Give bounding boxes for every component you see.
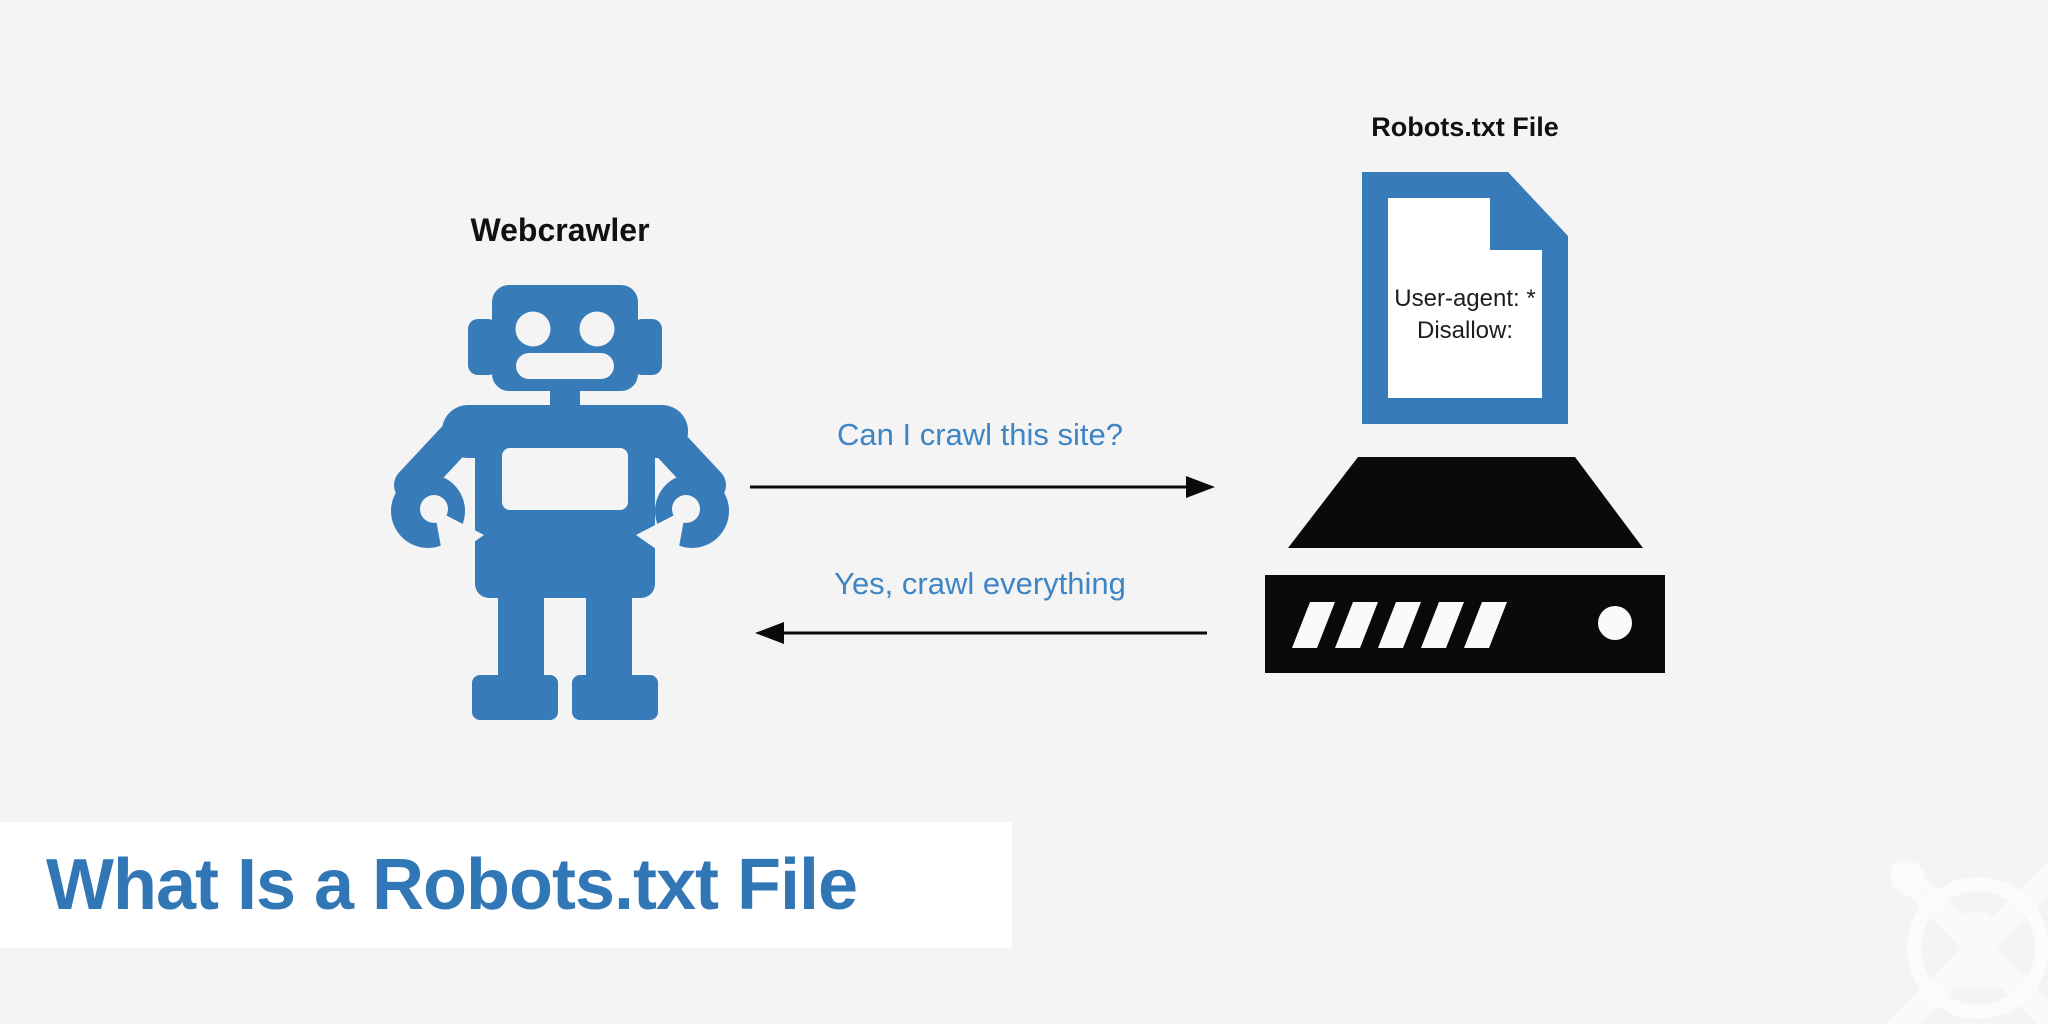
- request-message: Can I crawl this site?: [837, 417, 1123, 452]
- server-icon: [1265, 457, 1665, 673]
- page-title: What Is a Robots.txt File: [46, 845, 858, 925]
- robots-file-line-user-agent: User-agent: *: [1394, 285, 1536, 312]
- arrow-left-icon: [755, 622, 1207, 644]
- robots-file-content: User-agent: * Disallow:: [1387, 283, 1543, 346]
- robots-file-line-disallow: Disallow:: [1416, 316, 1514, 344]
- response-message: Yes, crawl everything: [834, 566, 1126, 601]
- title-banner: What Is a Robots.txt File: [0, 822, 1012, 948]
- webcrawler-label: Webcrawler: [470, 212, 650, 248]
- robots-file-label: Robots.txt File: [1371, 112, 1559, 142]
- document-file-icon: [1362, 172, 1568, 424]
- arrow-right-icon: [750, 476, 1215, 498]
- keyhole-badge-watermark-icon: [1885, 860, 2048, 1024]
- robot-icon: [391, 285, 729, 720]
